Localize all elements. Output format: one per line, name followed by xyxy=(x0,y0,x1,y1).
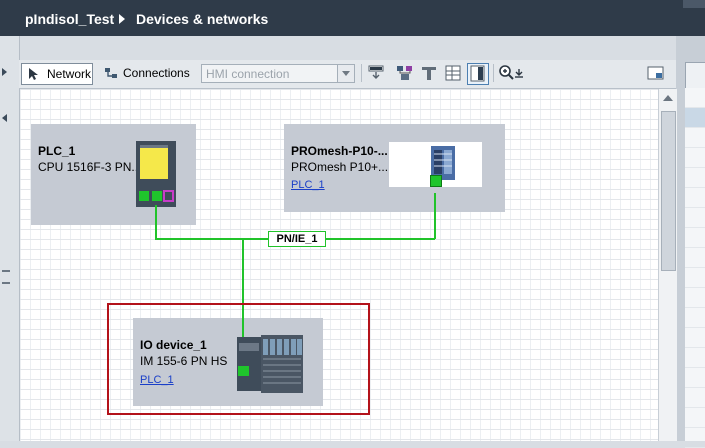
connections-mode-button[interactable]: Connections xyxy=(98,63,194,83)
splitter-handle[interactable] xyxy=(2,270,10,284)
scrollbar-thumb[interactable] xyxy=(661,111,676,271)
device-plc-1[interactable]: PLC_1 CPU 1516F-3 PN... xyxy=(31,124,196,225)
vertical-scrollbar[interactable] xyxy=(658,89,677,441)
collapse-arrow-icon[interactable] xyxy=(2,114,7,122)
device-controller-link[interactable]: PLC_1 xyxy=(291,179,325,191)
switch-device-icon xyxy=(431,146,455,180)
breadcrumb: pIndisol_Test Devices & networks xyxy=(0,0,705,36)
overview-navigator-icon xyxy=(647,66,664,80)
network-overview-button[interactable] xyxy=(395,63,415,83)
ethernet-line[interactable] xyxy=(242,238,244,337)
device-type: PROmesh P10+... xyxy=(291,160,389,174)
device-icon xyxy=(422,67,436,80)
device-type: CPU 1516F-3 PN... xyxy=(38,160,142,174)
io-station-icon xyxy=(237,335,303,393)
device-view-button[interactable] xyxy=(419,63,439,83)
expand-arrow-icon[interactable] xyxy=(2,68,7,76)
selection-highlight xyxy=(107,303,370,415)
connection-type-select[interactable]: HMI connection xyxy=(201,64,355,83)
show-names-button[interactable] xyxy=(366,63,386,83)
connection-icon xyxy=(105,68,117,78)
overview-navigator-button[interactable] xyxy=(646,63,666,83)
panel-tab[interactable] xyxy=(685,62,705,90)
device-name: PLC_1 xyxy=(38,144,76,158)
properties-table xyxy=(685,88,705,448)
dropdown-arrow[interactable] xyxy=(337,65,354,82)
device-controller-link[interactable]: PLC_1 xyxy=(140,374,174,386)
network-overview-icon xyxy=(397,66,412,80)
device-type: IM 155-6 PN HS xyxy=(140,354,228,368)
device-image-frame xyxy=(389,142,482,187)
network-view-toolbar: Network Connections HMI connection xyxy=(19,60,676,89)
device-name: PROmesh-P10-... xyxy=(291,144,388,158)
device-name: IO device_1 xyxy=(140,338,207,352)
toolbar-separator xyxy=(493,64,494,82)
toolbar-separator xyxy=(361,64,362,82)
device-io-device-1[interactable]: IO device_1 IM 155-6 PN HS PLC_1 xyxy=(133,318,323,406)
network-canvas[interactable]: PLC_1 CPU 1516F-3 PN... PROmesh-P10-... … xyxy=(20,89,658,441)
ethernet-line[interactable] xyxy=(434,193,436,239)
scroll-up-icon[interactable] xyxy=(663,95,673,101)
connections-label: Connections xyxy=(123,66,190,80)
network-label: Network xyxy=(47,67,92,81)
cpu-module-icon xyxy=(136,141,176,207)
subnet-label[interactable]: PN/IE_1 xyxy=(268,231,326,247)
chevron-down-icon xyxy=(342,71,350,76)
zoom-down-icon xyxy=(515,69,523,78)
device-port-icon[interactable] xyxy=(430,175,442,187)
network-mode-button[interactable]: Network xyxy=(21,63,93,85)
left-panel-strip[interactable] xyxy=(0,36,20,441)
breadcrumb-view[interactable]: Devices & networks xyxy=(136,11,269,27)
connection-type-value: HMI connection xyxy=(206,67,290,81)
zoom-dropdown-button[interactable] xyxy=(513,63,525,83)
zoom-icon xyxy=(499,65,514,80)
zoom-button[interactable] xyxy=(497,63,517,83)
show-names-icon xyxy=(368,65,384,79)
device-promesh[interactable]: PROmesh-P10-... PROmesh P10+... PLC_1 xyxy=(284,124,505,212)
split-view-button[interactable] xyxy=(467,63,489,85)
breadcrumb-project[interactable]: pIndisol_Test xyxy=(25,11,115,27)
split-view-icon xyxy=(470,65,485,82)
right-task-panel xyxy=(676,36,705,448)
table-view-button[interactable] xyxy=(443,63,463,83)
table-icon xyxy=(445,65,461,81)
ethernet-line[interactable] xyxy=(155,205,157,239)
breadcrumb-separator-icon xyxy=(119,14,125,24)
pointer-icon xyxy=(29,68,38,80)
window-control[interactable] xyxy=(683,0,705,8)
